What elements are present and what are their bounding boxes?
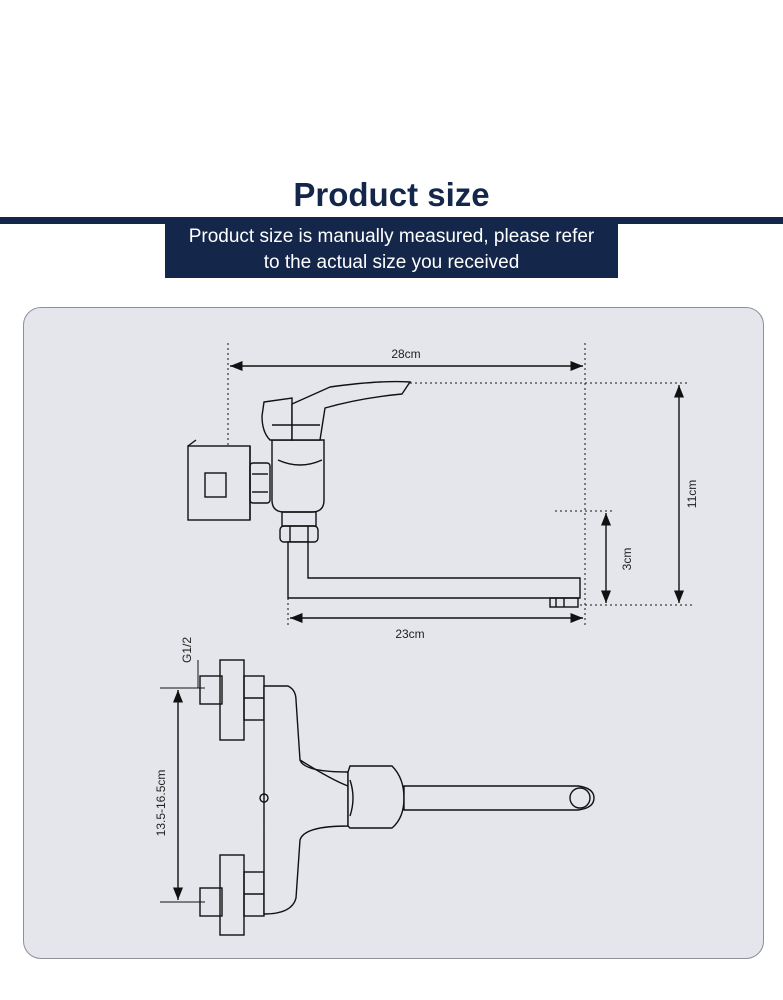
wall-mount-block	[187, 439, 251, 521]
valve-cartridge	[347, 765, 405, 829]
top-view	[160, 659, 595, 936]
spout	[287, 541, 581, 599]
swivel-nut	[281, 511, 317, 527]
note-line-2: to the actual size you received	[263, 252, 520, 273]
valve-body	[271, 439, 325, 513]
top-extension-lines	[160, 660, 205, 903]
label-height: 11cm	[685, 480, 699, 508]
label-total-length: 28cm	[391, 347, 420, 361]
label-spout-length: 23cm	[395, 627, 424, 641]
note-line-1: Product size is manually measured, pleas…	[188, 226, 595, 247]
lever-handle	[291, 380, 412, 441]
connector-nut	[249, 462, 271, 504]
lower-connector	[199, 854, 265, 936]
page-title: Product size	[293, 176, 490, 213]
side-view	[187, 343, 695, 628]
top-body	[263, 685, 349, 915]
measurement-note: Product size is manually measured, pleas…	[165, 222, 618, 278]
upper-connector	[199, 659, 265, 741]
diagram-panel	[23, 307, 764, 959]
label-thread: G1/2	[180, 637, 194, 663]
label-spout-height: 3cm	[620, 548, 634, 571]
label-center-distance: 13.5-16.5cm	[154, 770, 168, 837]
handle-cap	[261, 397, 293, 441]
extension-lines	[227, 343, 695, 628]
top-spout	[403, 785, 595, 811]
title-divider	[0, 217, 783, 224]
